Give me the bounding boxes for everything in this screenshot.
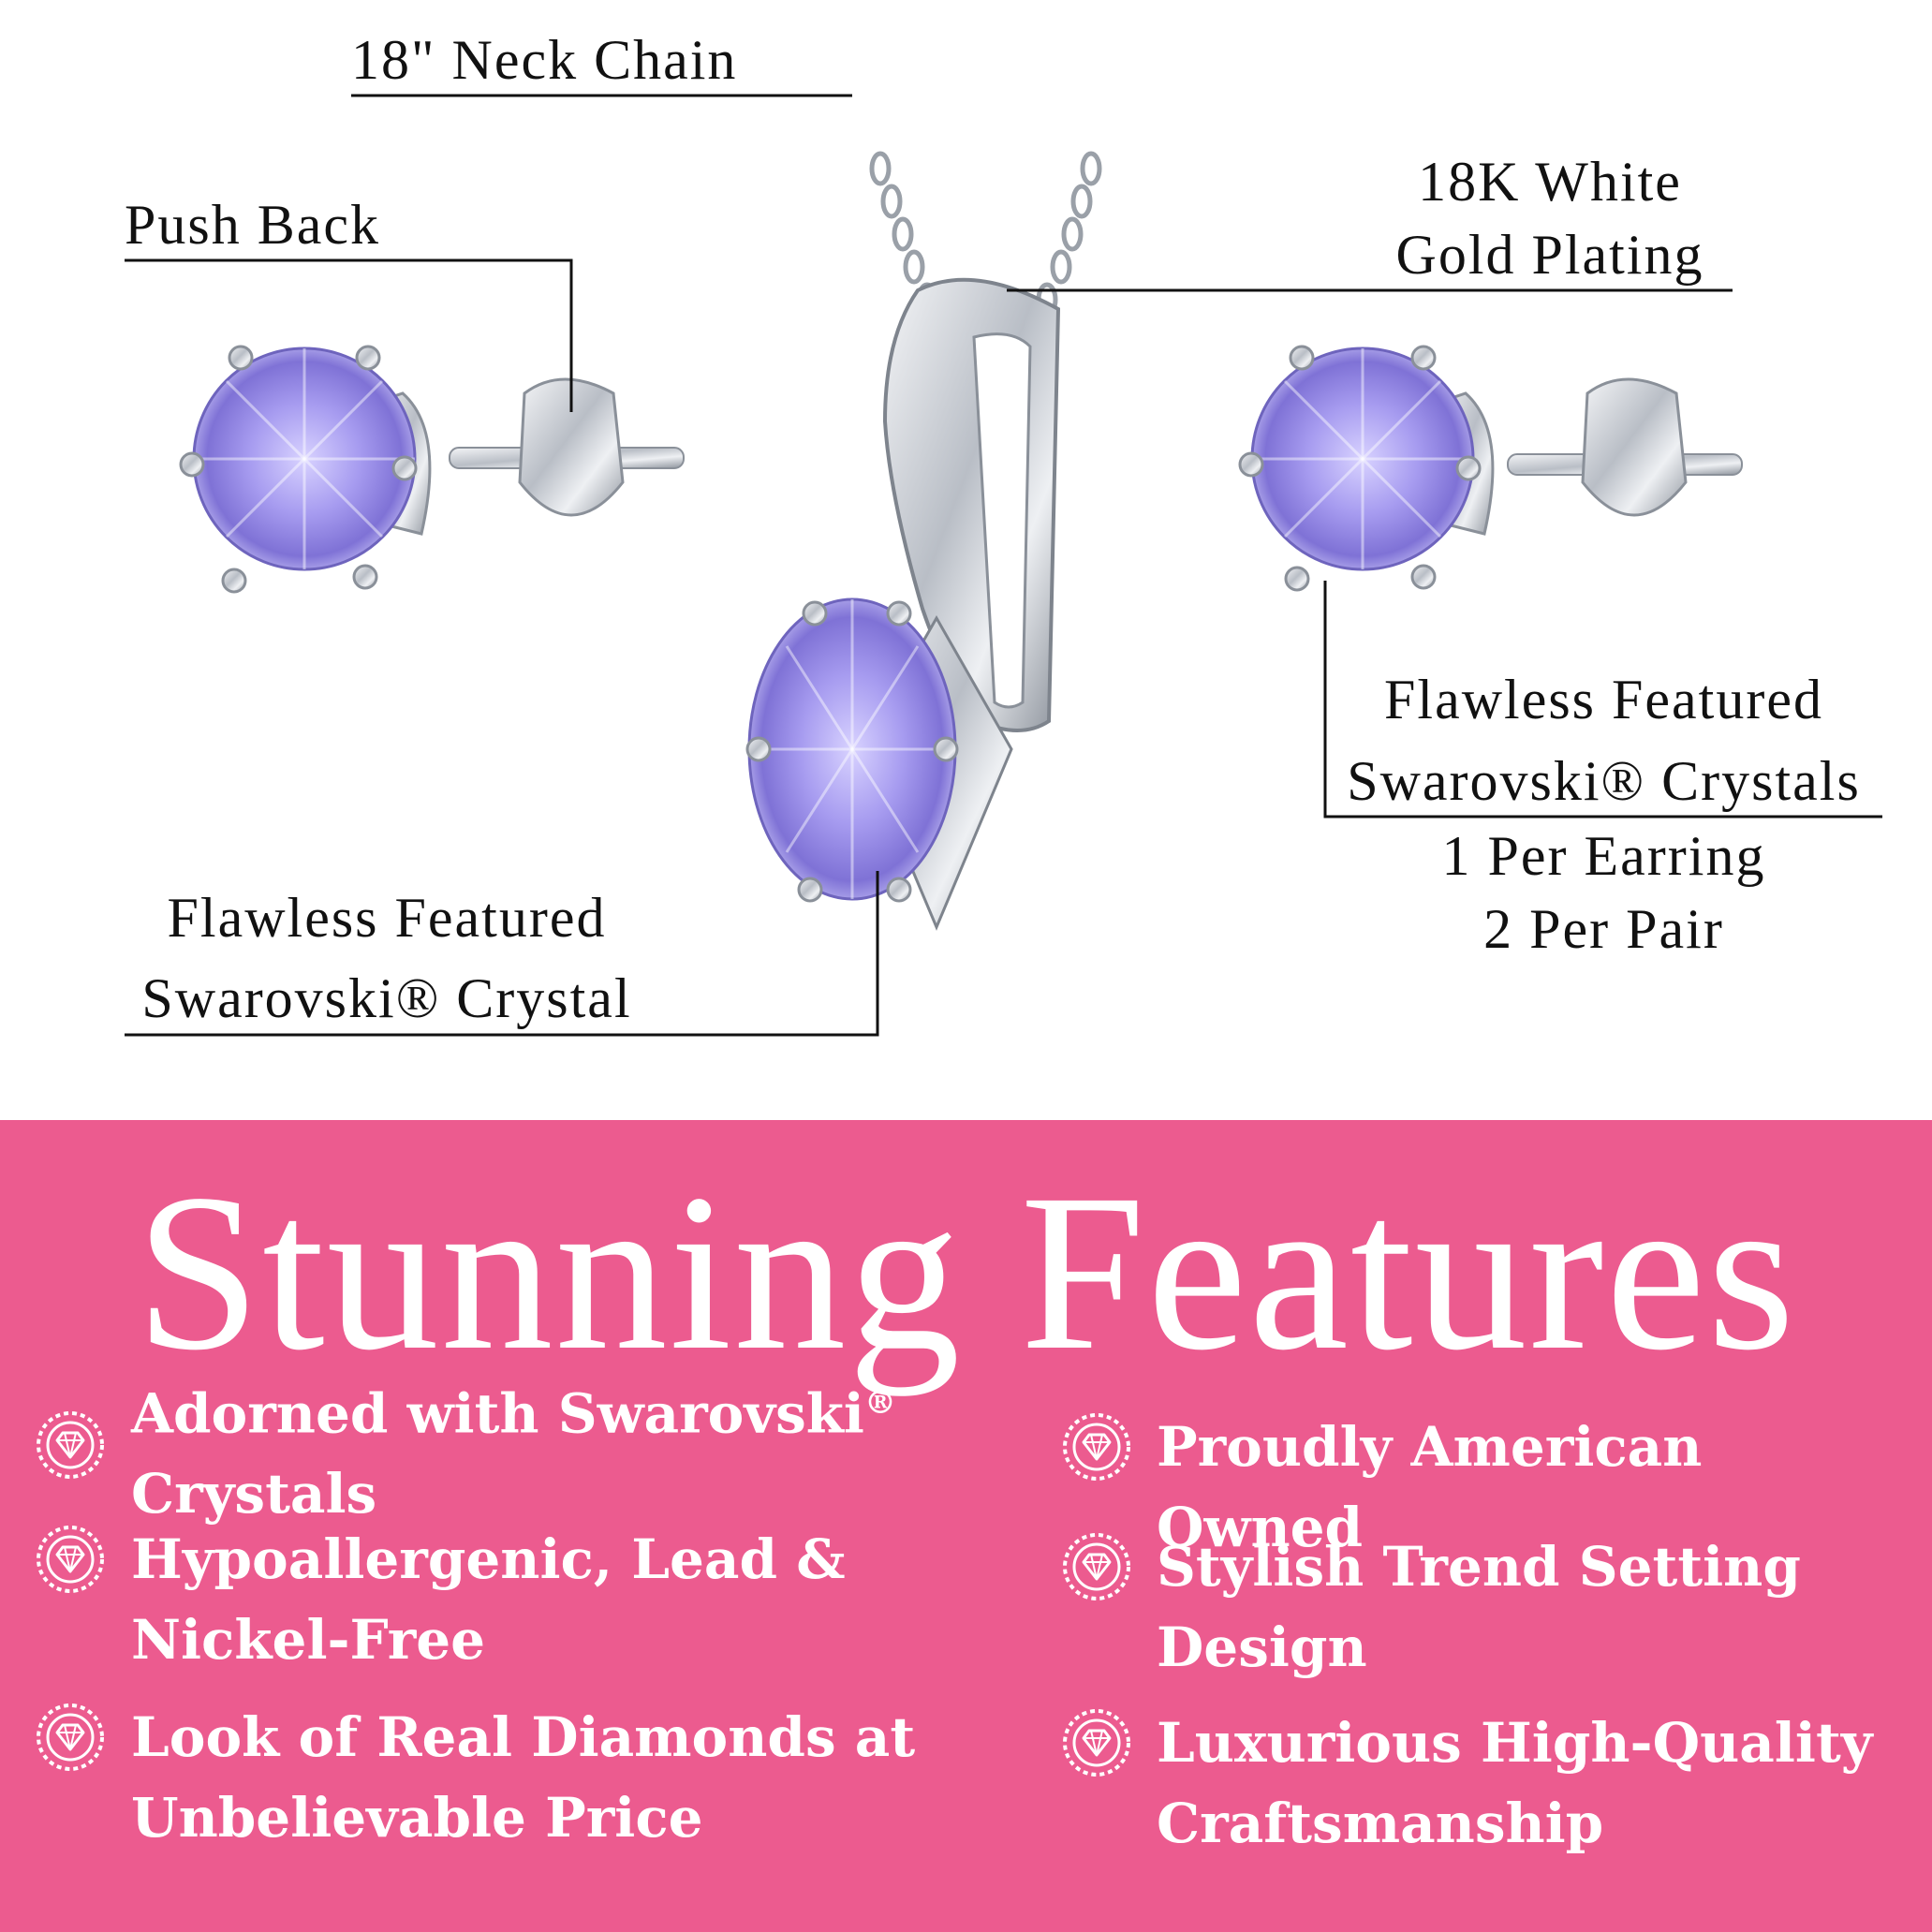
jewelry-illustration [179,151,1743,931]
callout-push-back: Push Back [125,194,380,256]
features-headline: Stunning Features [135,1147,1797,1396]
features-banner [0,1120,1932,1932]
feature-trend-setting: Stylish Trend Setting Design [1157,1535,1801,1679]
right-earring [1238,345,1743,592]
callout-earring-crystals-line2: Swarovski® Crystals [1347,750,1861,812]
left-earring [179,345,685,594]
diamond-badge-icon [1063,1709,1130,1777]
callout-neck-chain: 18" Neck Chain [351,29,738,91]
diamond-badge-icon [37,1526,104,1593]
pendant [745,277,1061,931]
feature-hypoallergenic: Hypoallergenic, Lead & Nickel-Free [131,1527,846,1672]
feature-american-owned: Proudly American Owned [1157,1415,1703,1559]
callout-earring-crystals-line1: Flawless Featured [1384,669,1823,730]
diamond-badge-icon [1063,1413,1130,1481]
diamond-badge-icon [37,1703,104,1771]
diamond-badge-icon [37,1411,104,1479]
callout-lines [125,94,1882,1037]
feature-swarovski: Adorned with Swarovski® Crystals [131,1381,896,1526]
feature-craftsmanship: Luxurious High-Quality Craftsmanship [1157,1711,1873,1855]
diamond-badge-icon [1063,1533,1130,1600]
callout-pendant-crystal-line2: Swarovski® Crystal [141,967,632,1029]
product-diagram: 18" Neck Chain Push Back 18K White Gold … [125,29,1882,1037]
callout-per-pair: 2 Per Pair [1483,898,1724,960]
feature-real-diamonds: Look of Real Diamonds at Unbelievable Pr… [131,1705,916,1850]
callout-plating-line1: 18K White [1418,151,1682,213]
callout-per-earring: 1 Per Earring [1441,825,1766,887]
callout-pendant-crystal-line1: Flawless Featured [167,887,607,949]
callout-plating-line2: Gold Plating [1395,224,1704,286]
